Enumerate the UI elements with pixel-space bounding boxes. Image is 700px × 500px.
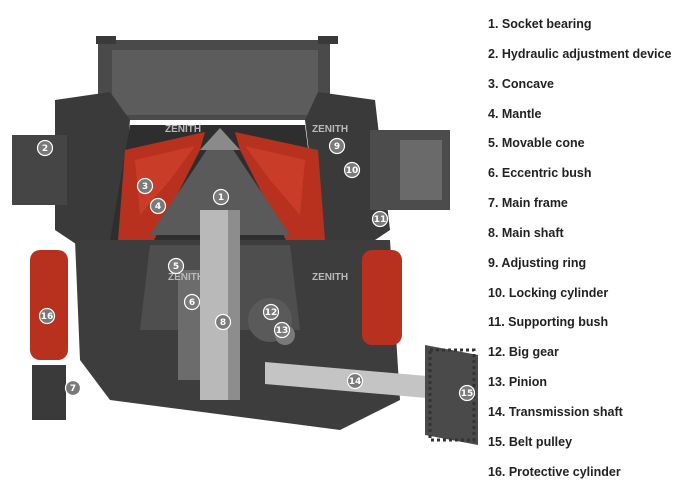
- legend-item: 1. Socket bearing: [488, 17, 592, 31]
- callout-badge: [214, 313, 232, 331]
- concave-right-highlight: [245, 146, 305, 215]
- mantle-top: [200, 128, 240, 150]
- callout-number: 2: [42, 144, 48, 154]
- callout-badge: [371, 210, 389, 228]
- callout-number: 10: [346, 166, 359, 176]
- callout-number: 11: [374, 215, 387, 225]
- parts-legend: 1. Socket bearing 2. Hydraulic adjustment…: [488, 10, 698, 488]
- callout-number: 7: [70, 384, 76, 394]
- callout-number: 14: [349, 377, 362, 387]
- callout-badge: [262, 303, 280, 321]
- hopper-rim-left: [96, 36, 116, 44]
- legend-item: 8. Main shaft: [488, 225, 564, 240]
- legend-item: 13. Pinion: [488, 375, 548, 390]
- cone-crusher-cutaway-illustration: ZENITH ZENITH ZENITH ZENITH 123456789101…: [12, 36, 478, 445]
- brand-watermark-middle: ZENITH: [168, 272, 204, 283]
- callout-number: 9: [334, 142, 340, 152]
- brand-watermark-right: ZENITH: [312, 124, 348, 135]
- frame-left-upper: [55, 92, 130, 250]
- callout-badge: [149, 197, 167, 215]
- callout-number: 5: [173, 262, 179, 272]
- callout-number: 1: [218, 193, 224, 203]
- callout-number: 13: [276, 326, 289, 336]
- callout-badge: [183, 293, 201, 311]
- mantle: [150, 130, 290, 235]
- callout-number: 6: [189, 298, 195, 308]
- callout-number: 8: [220, 318, 226, 328]
- brand-watermark-lower-right: ZENITH: [312, 272, 348, 283]
- callout-badge: [64, 379, 82, 397]
- legend-item: 10. Locking cylinder: [488, 285, 609, 300]
- legend-item: 15. Belt pulley: [488, 434, 573, 449]
- callout-badge: [212, 188, 230, 206]
- legend-item: 3. Concave: [488, 76, 555, 91]
- callout-number: 16: [41, 312, 54, 322]
- callout-number: 12: [265, 308, 278, 318]
- hopper-rim-right: [318, 36, 338, 44]
- legend-item: 12. Big gear: [488, 345, 559, 360]
- eccentric-bush: [178, 270, 200, 380]
- legend-item: 2. Hydraulic adjustment device: [488, 46, 672, 61]
- main-shaft-shade: [228, 210, 240, 400]
- callout-badge: [346, 372, 364, 390]
- belt-pulley: [425, 345, 478, 445]
- callout-number: 4: [155, 202, 161, 212]
- legend-item: 11. Supporting bush: [488, 315, 609, 330]
- protective-cylinder-base: [32, 365, 66, 420]
- legend-item: 9. Adjusting ring: [488, 255, 587, 270]
- callout-badge: [167, 257, 185, 275]
- legend-item: 5. Movable cone: [488, 136, 585, 151]
- legend-item: 14. Transmission shaft: [488, 404, 623, 419]
- protective-cylinder: [30, 250, 68, 360]
- hopper-back-wall: [112, 50, 318, 115]
- right-spring-cylinder: [362, 250, 402, 345]
- callout-number: 15: [461, 389, 474, 399]
- callout-badge: [458, 384, 476, 402]
- legend-item: 4. Mantle: [488, 106, 542, 121]
- callout-badge: [273, 321, 291, 339]
- legend-item: 6. Eccentric bush: [488, 166, 592, 181]
- right-cover-plate: [400, 140, 442, 200]
- callout-number: 3: [142, 182, 148, 192]
- callout-badge: [328, 137, 346, 155]
- concave-left-highlight: [135, 146, 195, 215]
- pulley-grooves: [428, 348, 476, 442]
- legend-item: 16. Protective cylinder: [488, 464, 621, 479]
- callout-badge: [38, 307, 56, 325]
- legend-item: 7. Main frame: [488, 196, 568, 211]
- callout-badge: [136, 177, 154, 195]
- brand-watermark-top: ZENITH: [165, 124, 201, 135]
- callout-badge: [343, 161, 361, 179]
- callout-badge: [36, 139, 54, 157]
